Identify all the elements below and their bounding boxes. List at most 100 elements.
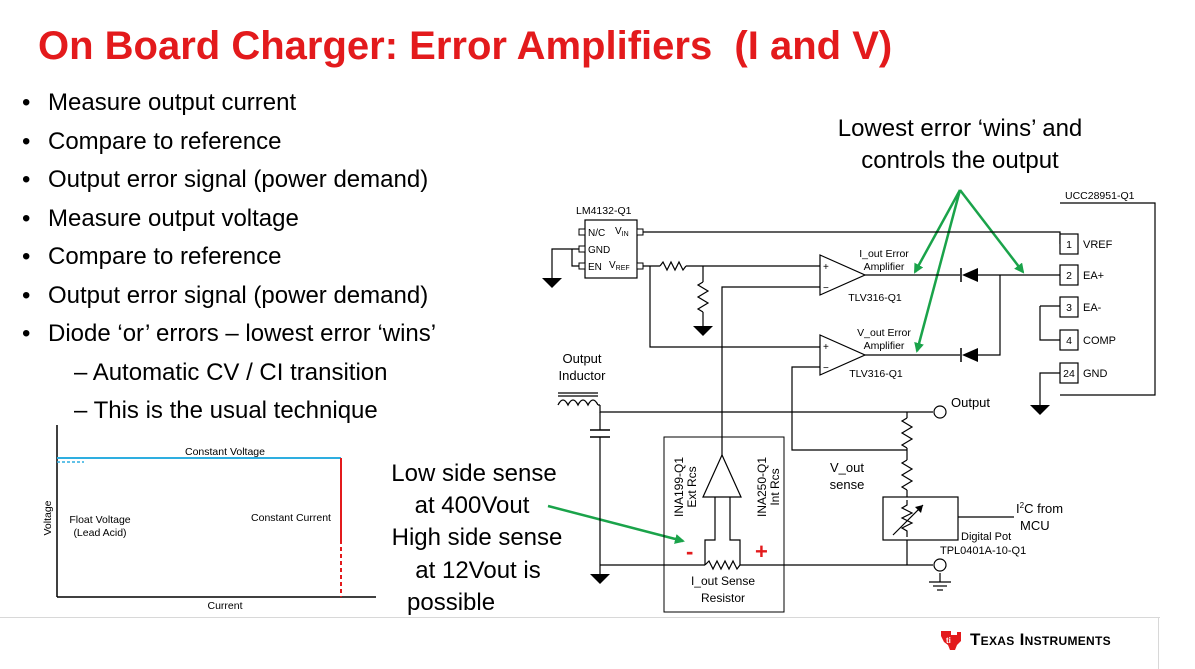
bullet-list: Measure output current Compare to refere…: [20, 88, 436, 435]
vout-sense-label: V_out: [830, 460, 864, 475]
graph-cc-label: Constant Current: [251, 512, 331, 524]
annotation-low-side-2: at 400Vout: [415, 492, 530, 519]
chassis-ground-icon: [929, 573, 951, 591]
graph-float-label: Float Voltage: [69, 514, 130, 526]
digital-pot: Digital Pot TPL0401A-10-Q1: [882, 496, 1026, 557]
footer-divider: [0, 617, 1160, 618]
lm4132-pin-vin: VIN: [615, 226, 629, 238]
ucc-pin-name: VREF: [1083, 239, 1113, 251]
sub-bullet-item: – This is the usual technique: [74, 397, 378, 424]
ina250-label: INA250-Q1: [755, 457, 769, 517]
graph-float-label-2: (Lead Acid): [73, 527, 126, 539]
sense-minus: -: [686, 539, 693, 564]
bullet-item: Measure output current: [20, 88, 436, 127]
ucc28951-ic: UCC28951-Q1 1 2 3 4 24 VREF EA+ EA- COMP…: [1059, 190, 1156, 396]
vin-sub: IN: [622, 231, 629, 238]
ucc-label: UCC28951-Q1: [1065, 190, 1135, 202]
lm4132-pin-nc: N/C: [588, 228, 605, 239]
ucc-pin-num: 1: [1066, 239, 1072, 251]
ucc-pin-name: COMP: [1083, 335, 1116, 347]
bullet-item: Diode ‘or’ errors – lowest error ‘wins’: [20, 319, 436, 358]
vref-sub: REF: [616, 265, 630, 272]
sense-plus: +: [755, 539, 768, 564]
lm4132-pin-en: EN: [588, 262, 602, 273]
vout-error-amplifier: + − V_out Error Amplifier TLV316-Q1: [819, 327, 911, 380]
opamp-plus-sign: +: [823, 342, 829, 353]
svg-text:ti: ti: [946, 636, 951, 645]
output-terminal: [933, 405, 947, 419]
ground-icon: [542, 278, 562, 288]
i2c-i: I: [1016, 501, 1020, 516]
output-inductor: [557, 392, 600, 407]
i2c-label: I2C from: [1016, 501, 1063, 516]
ucc-pin-num: 3: [1066, 302, 1072, 314]
vin-v: V: [615, 226, 622, 237]
current-sense-block: INA199-Q1 Ext Rcs INA250-Q1 Int Rcs - + …: [663, 436, 785, 613]
output-capacitor: [590, 429, 610, 438]
i2c-sup: 2: [1020, 501, 1025, 510]
arrow-to-vout-amp: [914, 189, 962, 353]
lm4132-ic: LM4132-Q1 N/C GND EN VIN VREF: [576, 205, 644, 279]
ucc-pin-name: EA+: [1083, 270, 1104, 282]
output-inductor-label-2: Inductor: [559, 368, 607, 383]
ground-terminal: [933, 558, 947, 572]
opamp-plus-sign: +: [823, 262, 829, 273]
ucc-pin-num: 4: [1066, 335, 1072, 347]
iout-amp-part: TLV316-Q1: [848, 292, 902, 304]
ina199-label: INA199-Q1: [672, 457, 686, 517]
ground-icon: [1030, 405, 1050, 415]
sub-bullet-item: – Automatic CV / CI transition: [74, 358, 388, 386]
graph-ylabel: Voltage: [42, 500, 54, 535]
opamp-minus-sign: −: [823, 283, 829, 294]
graph-cv-label: Constant Voltage: [185, 446, 265, 458]
diode-iout: [960, 268, 978, 282]
output-label: Output: [951, 395, 990, 410]
arrow-to-sense-resistor: [547, 504, 685, 544]
ground-icon: [590, 574, 610, 584]
ti-company-name: Texas Instruments: [970, 630, 1111, 649]
ground-symbols: [542, 278, 1050, 584]
digital-pot-label: Digital Pot: [961, 531, 1011, 543]
lm4132-pin-vref: VREF: [609, 260, 630, 272]
annotation-high-side-2: at 12Vout is: [415, 557, 540, 584]
footer-divider-vertical: [1158, 617, 1159, 669]
arrow-to-ea-plus: [959, 189, 1025, 274]
vout-amp-label-2: Amplifier: [864, 340, 905, 352]
ucc-pin-name: GND: [1083, 368, 1108, 380]
ground-icon: [693, 326, 713, 336]
ina250-label-2: Int Rcs: [768, 468, 782, 505]
annotation-possible: possible: [407, 589, 495, 616]
iout-amp-label: I_out Error: [859, 248, 909, 260]
iout-amp-label-2: Amplifier: [864, 261, 905, 273]
output-inductor-label: Output: [562, 351, 601, 366]
ti-state-icon: ti: [941, 631, 961, 650]
schematic-wires: [551, 231, 1061, 574]
bullet-item: Output error signal (power demand): [20, 281, 436, 320]
sense-resistor-label-2: Resistor: [701, 591, 745, 605]
vout-amp-part: TLV316-Q1: [849, 368, 903, 380]
digital-pot-part: TPL0401A-10-Q1: [940, 545, 1026, 557]
i2c-rest: C from: [1024, 501, 1063, 516]
sense-resistor-label: I_out Sense: [691, 574, 755, 588]
vout-amp-label: V_out Error: [857, 327, 911, 339]
annotation-low-side: Low side sense: [391, 460, 556, 487]
annotation-controls-output: controls the output: [861, 147, 1059, 174]
slide-title: On Board Charger: Error Amplifiers (I an…: [38, 24, 893, 68]
i2c-mcu-label: MCU: [1020, 518, 1050, 533]
bullet-item: Compare to reference: [20, 127, 436, 166]
graph-xlabel: Current: [207, 600, 242, 612]
cv-cc-graph: Constant Voltage Float Voltage (Lead Aci…: [42, 425, 376, 612]
bullet-item: Measure output voltage: [20, 204, 436, 243]
vout-sense-label-2: sense: [830, 477, 865, 492]
ina199-label-2: Ext Rcs: [685, 466, 699, 507]
ucc-pin-num: 2: [1066, 270, 1072, 282]
ucc-pin-name: EA-: [1083, 302, 1102, 314]
ucc-pin-num: 24: [1063, 368, 1075, 380]
arrow-to-iout-amp: [913, 189, 962, 274]
annotation-high-side: High side sense: [392, 524, 563, 551]
vref-v: V: [609, 260, 616, 271]
ti-logo: ti Texas Instruments: [938, 628, 1111, 652]
green-arrows: [547, 189, 1025, 544]
bullet-item: Output error signal (power demand): [20, 165, 436, 204]
